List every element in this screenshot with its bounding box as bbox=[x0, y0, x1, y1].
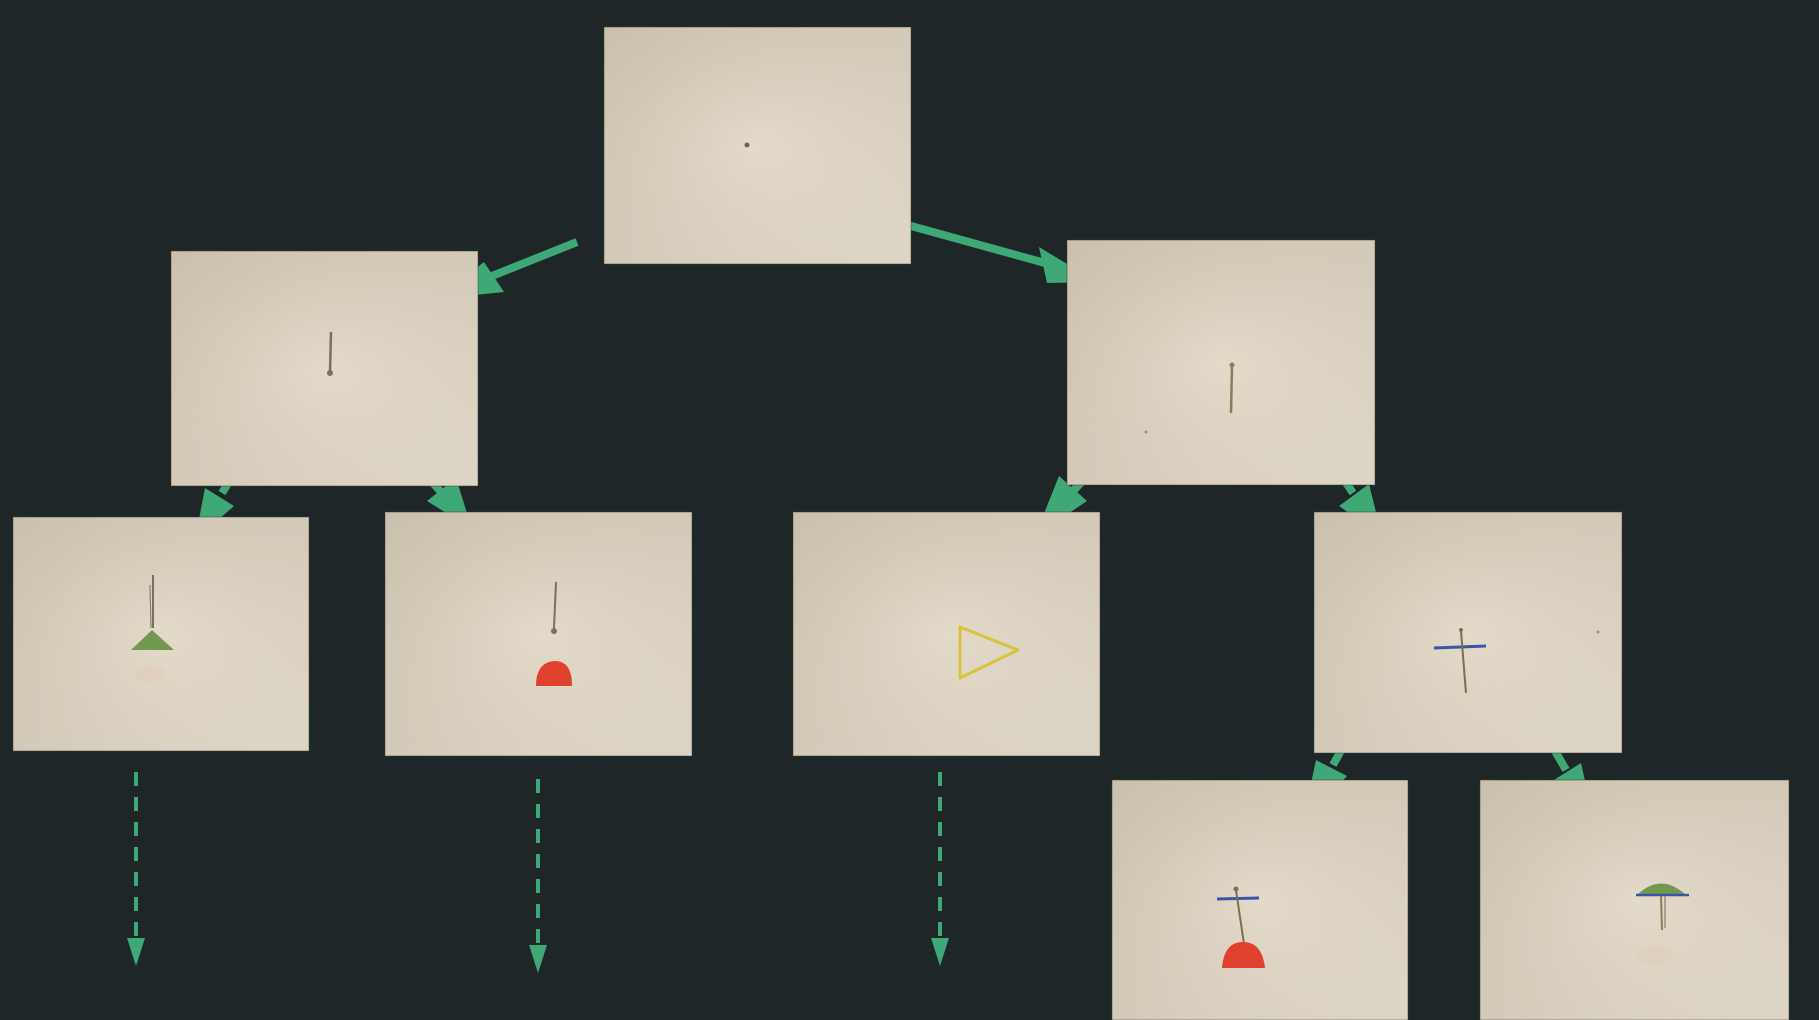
yellow-triangle-outline-drawing bbox=[958, 625, 1020, 680]
dot-drawing bbox=[744, 142, 750, 148]
node-right-1-b-b bbox=[1479, 779, 1790, 1020]
blue-cross-drawing bbox=[1433, 628, 1600, 694]
continuation-edges bbox=[127, 772, 949, 973]
edge-right-1-a-continues bbox=[931, 772, 949, 966]
node-right-1-b-a bbox=[1111, 779, 1409, 1020]
node-left-1-a bbox=[12, 516, 310, 752]
node-right-1-b bbox=[1313, 511, 1623, 754]
node-left-1 bbox=[170, 250, 479, 487]
node-root bbox=[603, 26, 912, 265]
vertical-stroke-drawing bbox=[1144, 362, 1235, 434]
node-right-1-a bbox=[792, 511, 1101, 757]
node-left-1-b bbox=[384, 511, 693, 757]
stem-with-red-dome-drawing bbox=[536, 581, 572, 686]
green-umbrella-drawing bbox=[1636, 883, 1689, 965]
node-right-1 bbox=[1066, 239, 1376, 486]
blue-cross-with-red-dome-drawing bbox=[1216, 886, 1265, 968]
edge-left-1-a-continues bbox=[127, 772, 145, 966]
edge-root-to-right-1 bbox=[891, 217, 1097, 283]
edge-left-1-b-continues bbox=[529, 779, 547, 973]
vertical-stroke-drawing bbox=[327, 331, 333, 376]
nodes bbox=[12, 26, 1790, 1020]
stem-with-green-triangle-drawing bbox=[131, 575, 174, 682]
